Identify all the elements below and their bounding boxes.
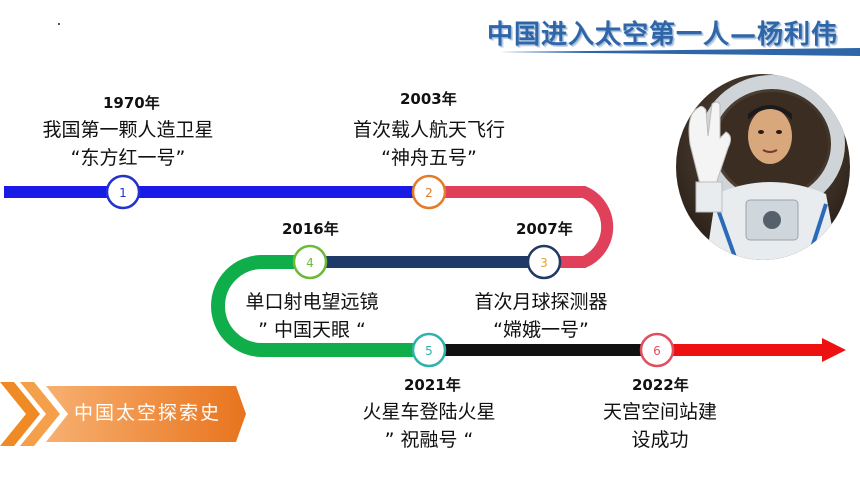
milestone-5-text: 火星车登陆火星 ” 祝融号 “	[344, 398, 514, 454]
milestone-2-text: 首次载人航天飞行 “神舟五号”	[340, 116, 518, 172]
milestone-2-line2: “神舟五号”	[381, 147, 477, 169]
milestone-6-line1: 天宫空间站建	[602, 401, 717, 423]
node-number: 1	[119, 186, 127, 200]
section-label: 中国太空探索史	[74, 402, 222, 424]
node-6: 6	[639, 332, 675, 368]
milestone-1-line1: 我国第一颗人造卫星	[42, 119, 214, 141]
milestone-4-line2: ” 中国天眼 “	[258, 319, 366, 341]
milestone-1-year: 1970年	[103, 94, 160, 112]
milestone-3-line2: “嫦娥一号”	[493, 319, 589, 341]
segment-pink	[430, 186, 614, 268]
milestone-3-line1: 首次月球探测器	[474, 291, 608, 313]
astronaut-photo	[676, 74, 850, 260]
milestone-4-text: 单口射电望远镜 ” 中国天眼 “	[226, 288, 398, 344]
node-4: 4	[292, 244, 328, 280]
title-underline	[500, 48, 860, 56]
milestone-6-line2: 设成功	[631, 429, 689, 451]
milestone-6-text: 天宫空间站建 设成功	[586, 398, 734, 454]
node-5: 5	[411, 332, 447, 368]
milestone-3-text: 首次月球探测器 “嫦娥一号”	[460, 288, 622, 344]
milestone-5-year: 2021年	[404, 376, 461, 394]
node-3: 3	[526, 244, 562, 280]
arrow-head-icon	[822, 338, 846, 362]
section-banner	[0, 382, 246, 446]
milestone-2-line1: 首次载人航天飞行	[352, 119, 505, 141]
node-1: 1	[105, 174, 141, 210]
node-number: 6	[653, 344, 661, 358]
segment-green	[210, 255, 430, 357]
node-number: 5	[425, 344, 433, 358]
node-number: 3	[540, 256, 548, 270]
node-number: 2	[425, 186, 433, 200]
milestone-5-line2: ” 祝融号 “	[384, 429, 474, 451]
milestone-3-year: 2007年	[516, 220, 573, 238]
milestone-1-line2: “东方红一号”	[70, 147, 186, 169]
node-2: 2	[411, 174, 447, 210]
milestone-6-year: 2022年	[632, 376, 689, 394]
milestone-4-year: 2016年	[282, 220, 339, 238]
dot-mark	[58, 23, 60, 25]
milestone-4-line1: 单口射电望远镜	[245, 291, 379, 313]
chevron-icon	[20, 382, 60, 446]
chevron-icon	[0, 382, 40, 446]
milestone-1-text: 我国第一颗人造卫星 “东方红一号”	[30, 116, 226, 172]
node-number: 4	[306, 256, 314, 270]
slide-title: 中国进入太空第一人—杨利伟	[486, 20, 838, 50]
milestone-5-line1: 火星车登陆火星	[362, 401, 496, 423]
milestone-2-year: 2003年	[400, 90, 457, 108]
